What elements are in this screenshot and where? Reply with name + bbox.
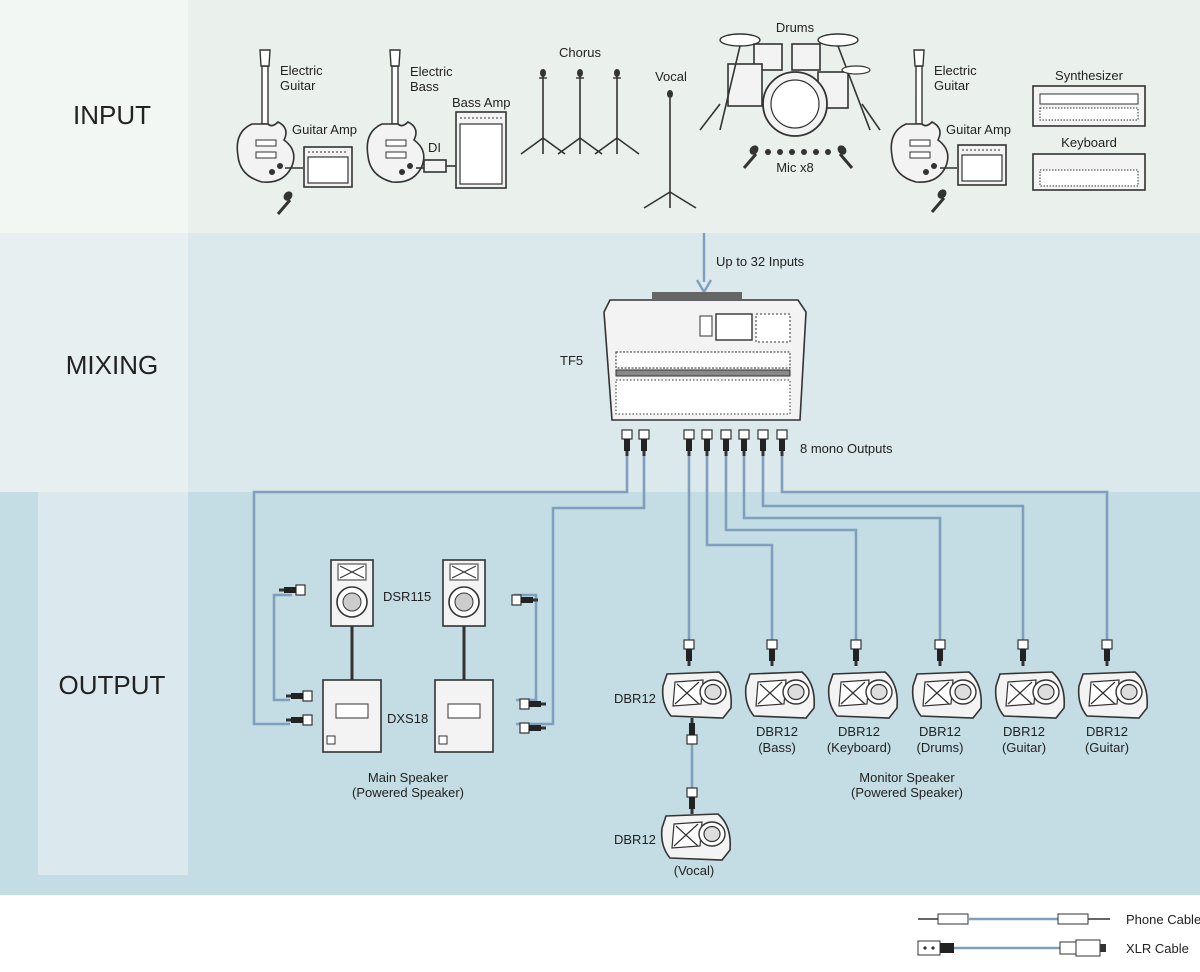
- mixing-side-panel: [0, 233, 188, 492]
- monitor-bass-name: DBR12: [756, 724, 798, 739]
- tf5-label: TF5: [560, 353, 583, 368]
- section-input-title: INPUT: [73, 100, 151, 130]
- di-box: [423, 159, 456, 173]
- chorus-label: Chorus: [559, 45, 601, 60]
- monitor-bass-role: (Bass): [758, 740, 796, 755]
- bass-amp: [455, 111, 507, 189]
- dbr12-drums-monitor: [911, 671, 983, 719]
- main-speaker-sublabel: (Powered Speaker): [352, 785, 464, 800]
- guitar-amp-1: [303, 146, 353, 188]
- monitor-drums-role: (Drums): [917, 740, 964, 755]
- vocal-label: Vocal: [655, 69, 687, 84]
- guitar-amp-2-label: Guitar Amp: [946, 122, 1011, 137]
- di-label: DI: [428, 140, 441, 155]
- electric-guitar-1-label-line1: Electric: [280, 63, 323, 78]
- synthesizer: [1032, 85, 1146, 127]
- electric-guitar-2: [890, 49, 957, 183]
- xlr-cables: [252, 456, 1109, 790]
- dxs18-right: [434, 679, 547, 753]
- keyboard: [1032, 153, 1146, 191]
- main-speaker-label: Main Speaker: [368, 770, 449, 785]
- section-output-title: OUTPUT: [59, 670, 166, 700]
- electric-guitar-1-label-line2: Guitar: [280, 78, 316, 93]
- monitor-speaker-sublabel: (Powered Speaker): [851, 785, 963, 800]
- legend-xlr-label: XLR Cable: [1126, 941, 1189, 956]
- keyboard-label: Keyboard: [1061, 135, 1117, 150]
- dbr12-guitar-monitor-2: [1077, 671, 1149, 719]
- tf5-mixer: [603, 292, 807, 421]
- dsr115-left: [278, 559, 374, 680]
- drum-kit: [699, 33, 881, 137]
- synthesizer-label: Synthesizer: [1055, 68, 1124, 83]
- guitar-amp-2: [957, 144, 1007, 186]
- electric-bass-label-line2: Bass: [410, 79, 439, 94]
- bass-amp-label: Bass Amp: [452, 95, 511, 110]
- electric-guitar-2-label-line2: Guitar: [934, 78, 970, 93]
- dsr115-right: [442, 559, 539, 680]
- electric-bass-label-line1: Electric: [410, 64, 453, 79]
- dbr12-vocal-role: (Vocal): [674, 863, 714, 878]
- input-side-panel: [0, 0, 188, 233]
- dxs18-label: DXS18: [387, 711, 428, 726]
- dsr115-label: DSR115: [383, 589, 431, 604]
- monitor-drums-name: DBR12: [919, 724, 961, 739]
- electric-guitar-2-label-line1: Electric: [934, 63, 977, 78]
- output-side-panel: [38, 492, 188, 875]
- legend-phone-cable: [918, 913, 1110, 925]
- dbr12-vocal-name: DBR12: [614, 832, 656, 847]
- legend-xlr-cable: [917, 939, 1106, 957]
- section-mixing-title: MIXING: [66, 350, 158, 380]
- inputs-label: Up to 32 Inputs: [716, 254, 805, 269]
- drums-label: Drums: [776, 20, 815, 35]
- dbr12-guitar-monitor-1: [994, 671, 1066, 719]
- mic-x8-label: Mic x8: [776, 160, 814, 175]
- monitor-guitar-2-role: (Guitar): [1085, 740, 1129, 755]
- dbr12-vocal-monitor: [660, 813, 732, 861]
- monitor-keyboard-role: (Keyboard): [827, 740, 891, 755]
- dbr12-bass-monitor: [744, 671, 816, 719]
- mixing-band: [0, 233, 1200, 492]
- guitar-amp-1-label: Guitar Amp: [292, 122, 357, 137]
- dbr12-link-label: DBR12: [614, 691, 656, 706]
- monitor-keyboard-name: DBR12: [838, 724, 880, 739]
- drum-mics-icon: [742, 142, 854, 170]
- dbr12-vocal-link-monitor: [661, 671, 733, 719]
- legend-phone-label: Phone Cable: [1126, 912, 1200, 927]
- monitor-speaker-label: Monitor Speaker: [859, 770, 955, 785]
- monitor-guitar-1-name: DBR12: [1003, 724, 1045, 739]
- dxs18-left: [285, 679, 382, 753]
- outputs-label: 8 mono Outputs: [800, 441, 893, 456]
- monitor-guitar-2-name: DBR12: [1086, 724, 1128, 739]
- vocal-mic-stand: [643, 90, 697, 209]
- input-band: [0, 0, 1200, 233]
- monitor-guitar-1-role: (Guitar): [1002, 740, 1046, 755]
- electric-guitar-1: [236, 49, 303, 183]
- dbr12-keyboard-monitor: [827, 671, 899, 719]
